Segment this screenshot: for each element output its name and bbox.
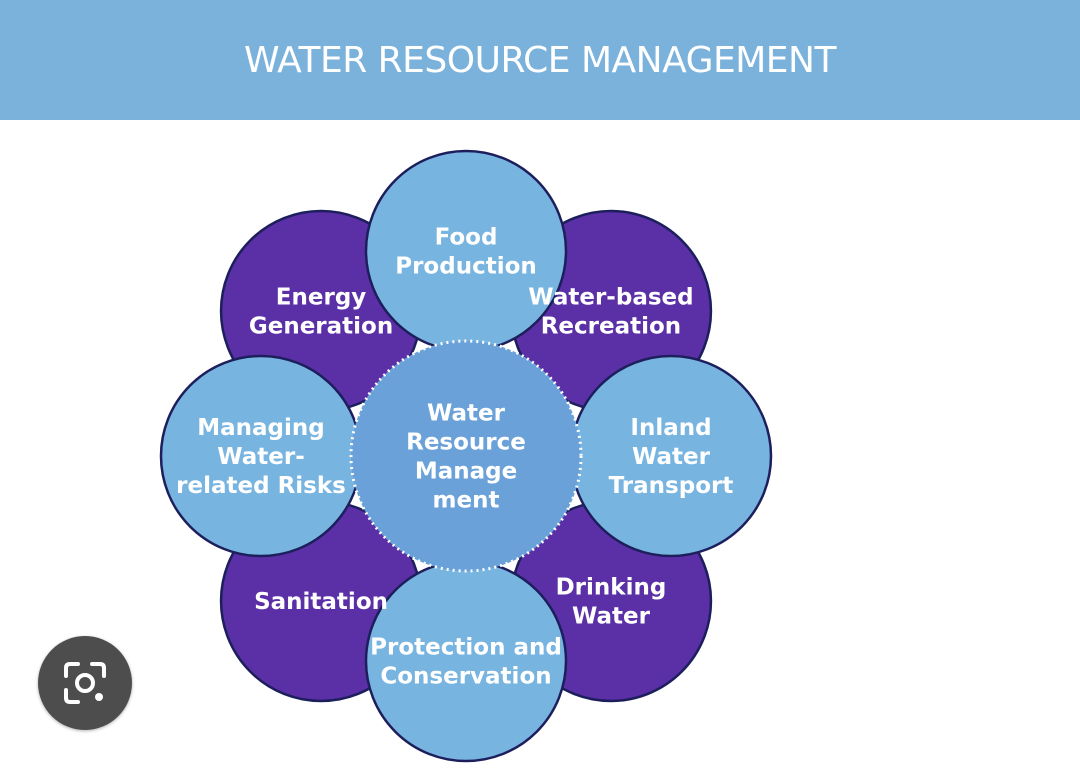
petal-managing-risks-label-line: Water-	[217, 444, 305, 470]
petal-protection-conservation	[364, 559, 568, 763]
page-title: WATER RESOURCE MANAGEMENT	[244, 39, 836, 81]
petal-managing-risks-label-line: related Risks	[176, 473, 346, 499]
petal-sanitation-label: Sanitation	[254, 589, 388, 615]
petal-protection-conservation-label-line: Conservation	[380, 664, 551, 690]
petal-sanitation-label-line: Sanitation	[254, 589, 388, 615]
center-circle	[349, 339, 583, 573]
google-lens-icon	[64, 662, 106, 704]
petal-inland-water-transport-label-line: Transport	[609, 473, 734, 499]
petal-drinking-water-label-line: Water	[572, 604, 651, 630]
petal-protection-conservation-label-line: Protection and	[370, 635, 562, 661]
petal-energy-generation-label-line: Energy	[276, 285, 366, 311]
petal-inland-water-transport-label-line: Water	[632, 444, 711, 470]
google-lens-button[interactable]	[38, 636, 132, 730]
petal-food-production-label-line: Production	[395, 254, 537, 280]
petal-food-production-circle	[364, 149, 568, 353]
center-label-line: ment	[433, 488, 500, 514]
petal-protection-conservation-circle	[364, 559, 568, 763]
petal-food-production-label-line: Food	[435, 225, 498, 251]
petal-energy-generation-label-line: Generation	[249, 314, 393, 340]
center-label-line: Manage	[415, 459, 517, 485]
petal-food-production	[364, 149, 568, 353]
petal-water-based-recreation-label-line: Water-based	[528, 285, 693, 311]
petal-inland-water-transport-label-line: Inland	[630, 415, 711, 441]
center-label-line: Resource	[406, 430, 526, 456]
header-banner: WATER RESOURCE MANAGEMENT	[0, 0, 1080, 120]
center-label-line: Water	[427, 401, 506, 427]
petal-drinking-water-label-line: Drinking	[556, 575, 667, 601]
petal-managing-risks-label-line: Managing	[197, 415, 325, 441]
petal-water-based-recreation-label-line: Recreation	[541, 314, 681, 340]
